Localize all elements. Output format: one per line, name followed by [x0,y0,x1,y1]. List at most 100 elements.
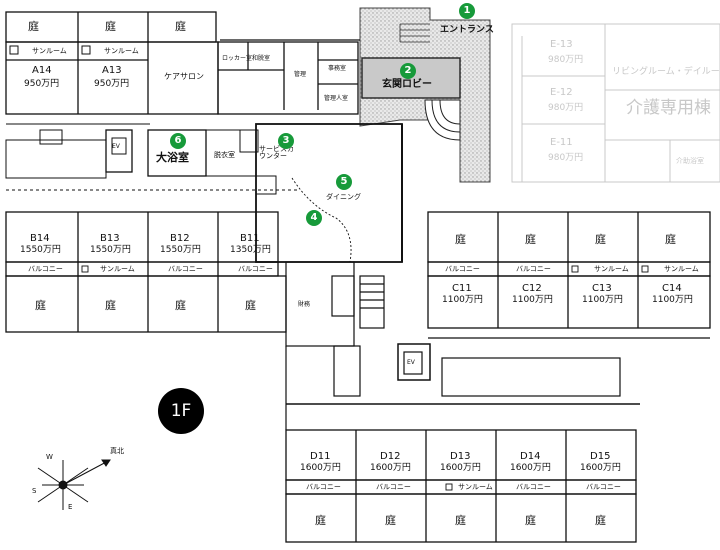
lobby-label: 玄関ロビー [382,79,432,90]
unit-name: D11 [310,451,331,462]
compass-west-label: W [46,453,53,461]
manager-room-label: 管理人室 [324,95,349,102]
sunroom-label: サンルーム [594,265,629,273]
unit-price: 950万円 [94,79,130,89]
unit-name: C13 [592,283,612,294]
unit-name: A14 [32,65,52,76]
garden-label: 庭 [175,20,186,33]
garden-label: 庭 [455,233,466,246]
entrance-label: エントランス [440,25,494,35]
unit-name: C14 [662,283,682,294]
unit-name: D14 [520,451,541,462]
elevator-label: EV [407,359,415,366]
garden-label: 庭 [28,20,39,33]
service-counter-label: サービスカウンター [259,145,294,160]
unit-price: 1600万円 [510,463,551,473]
unit-price: 1100万円 [652,295,693,305]
marker-dining-area: 4 [306,210,322,226]
unit-price: 1100万円 [582,295,623,305]
north-block [5,11,360,115]
unit-price: 1550万円 [90,245,131,255]
c-block [427,211,711,339]
garden-label: 庭 [525,514,536,527]
unit-name: B14 [30,233,50,244]
unit-price: 980万円 [548,55,584,65]
balcony-label: バルコニー [516,483,551,491]
garden-label: 庭 [245,299,256,312]
unit-price: 950万円 [24,79,60,89]
balcony-label: バルコニー [445,265,480,273]
balcony-label: バルコニー [376,483,411,491]
compass-south-label: S [32,487,37,495]
garden-label: 庭 [595,233,606,246]
balcony-label: バルコニー [306,483,341,491]
dining-boundary [291,177,352,263]
west-corridor [5,123,403,263]
sunroom-label: サンルーム [100,265,135,273]
marker-service-counter: 3 [278,133,294,149]
unit-name: E-13 [550,39,573,50]
unit-price: 1100万円 [512,295,553,305]
unit-name: B12 [170,233,190,244]
garden-label: 庭 [105,299,116,312]
unit-price: 980万円 [548,103,584,113]
care-bath-label: 介助浴室 [676,157,704,165]
unit-name: D13 [450,451,471,462]
east-wing [511,23,720,183]
garden-label: 庭 [595,514,606,527]
care-building-title: 介護専用棟 [626,98,711,118]
garden-label: 庭 [315,514,326,527]
sunroom-label: サンルーム [664,265,699,273]
living-room-label: リビングルーム・デイルー [612,67,720,77]
unit-name: C12 [522,283,542,294]
care-salon-label: ケアサロン [164,72,204,81]
changing-room-label: 脱衣室 [214,151,235,159]
marker-dining: 5 [336,174,352,190]
unit-price: 1550万円 [160,245,201,255]
unit-price: 1600万円 [440,463,481,473]
garden-label: 庭 [665,233,676,246]
compass-east-label: E [68,503,73,511]
unit-price: 1550万円 [20,245,61,255]
unit-name: A13 [102,65,122,76]
unit-name: B11 [240,233,260,244]
unit-price: 1100万円 [442,295,483,305]
unit-price: 1600万円 [580,463,621,473]
unit-name: B13 [100,233,120,244]
compass-rose [37,459,111,510]
sunroom-label: サンルーム [104,47,139,55]
b-block [5,211,287,333]
dining-label: ダイニング [326,193,361,201]
garden-label: 庭 [525,233,536,246]
unit-price: 1600万円 [300,463,341,473]
compass-north-label: 真北 [110,447,124,455]
unit-name: E-11 [550,137,573,148]
unit-name: E-12 [550,87,573,98]
balcony-label: バルコニー [238,265,273,273]
unit-price: 1600万円 [370,463,411,473]
balcony-label: バルコニー [516,265,551,273]
unit-name: D12 [380,451,401,462]
garden-label: 庭 [385,514,396,527]
garden-label: 庭 [455,514,466,527]
balcony-label: バルコニー [168,265,203,273]
garden-label: 庭 [105,20,116,33]
unit-price: 980万円 [548,153,584,163]
office-label: 事務室 [328,65,347,72]
unit-name: C11 [452,283,472,294]
marker-bath: 6 [170,133,186,149]
manager-label: 管理 [294,71,307,78]
marker-entrance: 1 [459,3,475,19]
garden-label: 庭 [175,299,186,312]
unit-name: D15 [590,451,611,462]
elevator-label: EV [112,143,120,150]
sunroom-label: サンルーム [32,47,67,55]
bath-label: 大浴室 [156,151,189,164]
marker-lobby: 2 [400,63,416,79]
stock-room-label: 財務 [298,301,311,308]
sunroom-label: サンルーム [458,483,493,491]
garden-label: 庭 [35,299,46,312]
unit-price: 1350万円 [230,245,271,255]
balcony-label: バルコニー [28,265,63,273]
